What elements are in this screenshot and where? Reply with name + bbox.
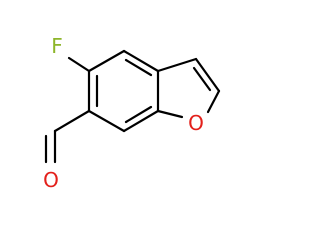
double-bond-inner-c3-c2 [192, 66, 212, 92]
bond-c4-c3a [122, 49, 160, 73]
substituents [44, 56, 91, 164]
bond-c3a-c3 [156, 57, 198, 73]
benzene-ring [87, 49, 160, 133]
bond-o1-c7a [156, 109, 184, 119]
ring-oxygen-atom-label: O [188, 111, 204, 135]
bond-c3-c2 [194, 57, 221, 93]
double-bond-inner-c4-c3a [124, 58, 153, 77]
structure-canvas: F O O [43, 34, 221, 192]
molecule-diagram: F O O [43, 34, 221, 192]
bond-c6-cho [53, 109, 91, 133]
bond-c2-o1 [206, 89, 221, 114]
bond-c5-c4 [87, 49, 126, 73]
bond-c7-c6 [87, 109, 126, 133]
fluorine-atom-label: F [51, 34, 63, 58]
furan-ring [156, 57, 221, 119]
aldehyde-oxygen-atom-label: O [43, 168, 59, 192]
bond-c7a-c7 [122, 109, 160, 133]
bond-c5-f [67, 56, 91, 73]
double-bond-inner-c7-c7a [124, 105, 153, 124]
